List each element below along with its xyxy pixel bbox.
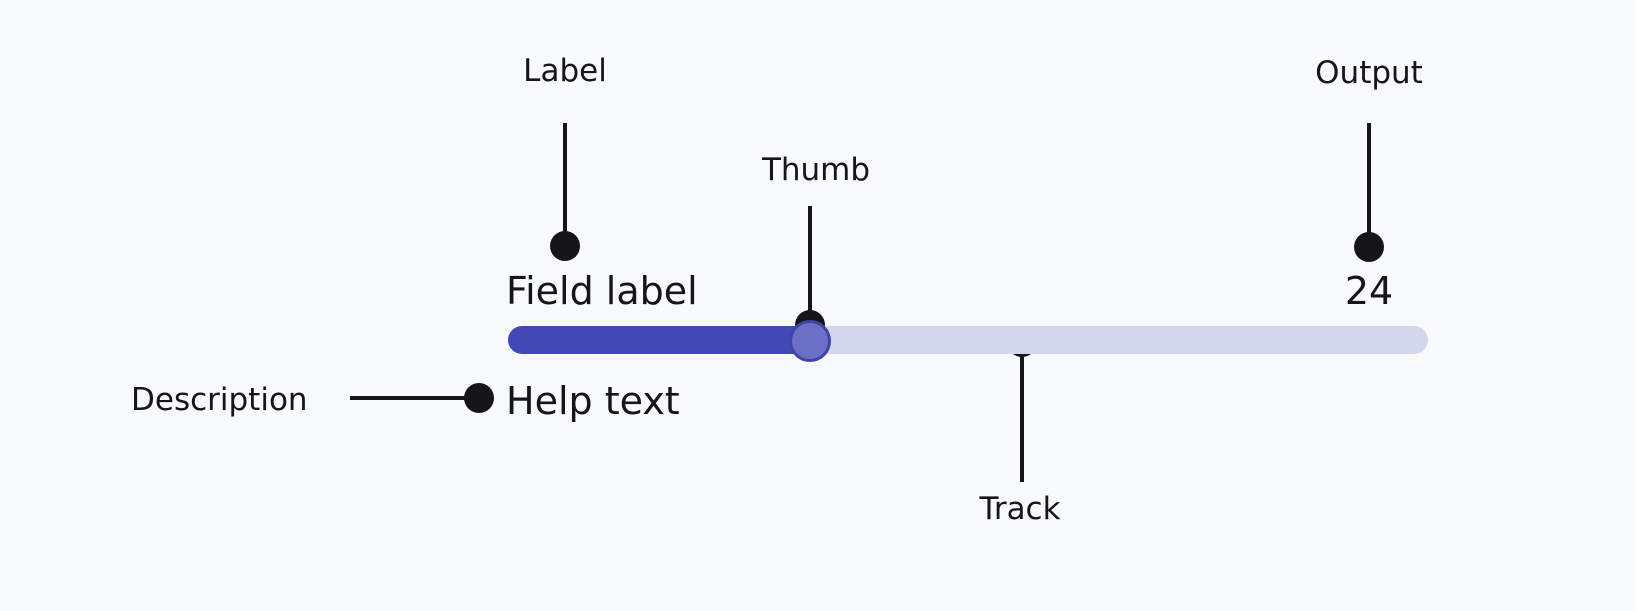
slider-help-text: Help text xyxy=(506,379,680,423)
leader-line-output xyxy=(1367,123,1371,248)
slider-output-value: 24 xyxy=(1344,269,1394,313)
slider-field-label: Field label xyxy=(506,269,698,313)
leader-dot-description xyxy=(464,383,494,413)
annotation-label-label: Label xyxy=(523,53,607,89)
leader-line-label xyxy=(563,123,567,248)
leader-line-description xyxy=(350,396,480,400)
leader-dot-output xyxy=(1354,232,1384,262)
annotation-label-track: Track xyxy=(979,491,1061,527)
slider-track[interactable] xyxy=(508,326,1428,354)
slider-thumb[interactable] xyxy=(789,320,831,362)
leader-dot-label xyxy=(550,231,580,261)
annotation-label-thumb: Thumb xyxy=(761,152,871,188)
leader-line-track xyxy=(1020,348,1024,482)
slider-track-fill xyxy=(508,326,810,354)
leader-line-thumb xyxy=(808,206,812,326)
annotation-label-output: Output xyxy=(1315,55,1423,91)
annotation-label-description: Description xyxy=(131,382,308,418)
